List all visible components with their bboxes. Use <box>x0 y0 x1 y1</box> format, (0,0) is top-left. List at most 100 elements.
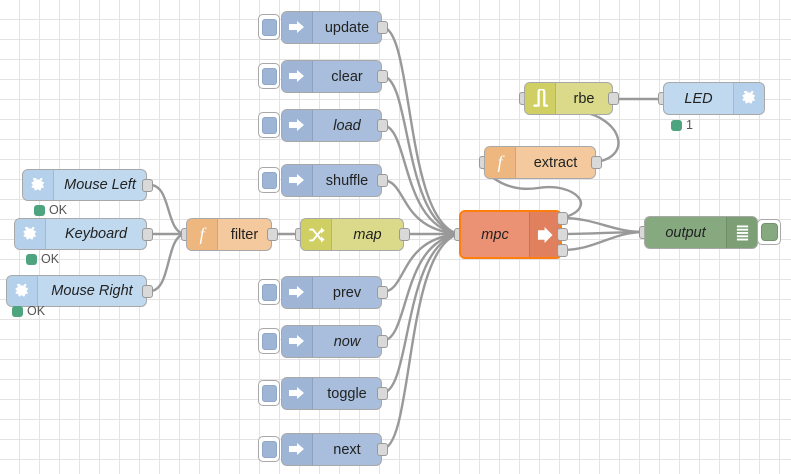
output-port[interactable] <box>267 228 278 241</box>
node-inject-load[interactable]: load <box>281 109 382 142</box>
status-dot-icon <box>34 204 45 216</box>
node-inject-next[interactable]: next <box>281 433 382 466</box>
inject-button-glyph <box>261 332 277 350</box>
node-label: Keyboard <box>64 226 128 242</box>
output-port-2[interactable] <box>557 228 568 241</box>
output-port-1[interactable] <box>557 212 568 225</box>
inject-arrow-icon <box>282 434 313 465</box>
inject-button-next[interactable] <box>258 436 280 462</box>
node-label: now <box>333 333 361 350</box>
node-rpi-mouse-left[interactable]: Mouse Left <box>22 169 147 201</box>
inject-button-glyph <box>261 171 277 189</box>
output-port[interactable] <box>377 119 388 132</box>
inject-button-update[interactable] <box>258 14 280 40</box>
output-port[interactable] <box>377 335 388 348</box>
inject-button-prev[interactable] <box>258 279 280 305</box>
inject-button-load[interactable] <box>258 112 280 138</box>
output-port[interactable] <box>142 179 153 192</box>
function-f-icon: f <box>187 219 218 250</box>
debug-toggle-button[interactable] <box>757 219 781 245</box>
inject-button-glyph <box>261 18 277 36</box>
inject-button-now[interactable] <box>258 328 280 354</box>
inject-button-glyph <box>261 384 277 402</box>
node-label: extract <box>533 154 578 171</box>
output-port[interactable] <box>377 21 388 34</box>
status-badge: OK <box>26 252 59 266</box>
node-label: filter <box>230 226 259 243</box>
inject-arrow-icon <box>282 378 313 409</box>
status-badge: 1 <box>671 118 693 132</box>
step-pulse-icon <box>525 83 556 114</box>
raspberry-pi-icon <box>15 219 46 249</box>
node-label: prev <box>332 284 362 301</box>
shuffle-arrows-icon <box>301 219 332 250</box>
inject-button-glyph <box>261 283 277 301</box>
node-label: Mouse Left <box>64 177 136 193</box>
status-text: OK <box>41 252 60 266</box>
node-inject-clear[interactable]: clear <box>281 60 382 93</box>
status-dot-icon <box>12 305 23 317</box>
svg-text:f: f <box>199 225 207 244</box>
inject-button-clear[interactable] <box>258 63 280 89</box>
node-label: toggle <box>327 385 367 402</box>
node-inject-prev[interactable]: prev <box>281 276 382 309</box>
debug-toggle-glyph <box>760 223 778 241</box>
node-inject-shuffle[interactable]: shuffle <box>281 164 382 197</box>
output-port[interactable] <box>142 228 153 241</box>
status-text: 1 <box>686 118 693 132</box>
inject-button-glyph <box>261 116 277 134</box>
inject-arrow-icon <box>282 61 313 92</box>
raspberry-pi-icon <box>7 276 38 306</box>
status-dot-icon <box>26 253 37 265</box>
node-change-map[interactable]: map <box>300 218 404 251</box>
output-port-3[interactable] <box>557 244 568 257</box>
raspberry-pi-icon <box>23 170 54 200</box>
node-label: output <box>665 224 706 241</box>
output-port[interactable] <box>608 92 619 105</box>
function-f-icon: f <box>485 147 516 178</box>
inject-button-shuffle[interactable] <box>258 167 280 193</box>
node-inject-update[interactable]: update <box>281 11 382 44</box>
output-port[interactable] <box>142 285 153 298</box>
svg-text:f: f <box>497 153 505 172</box>
node-label: next <box>333 441 361 458</box>
node-inject-now[interactable]: now <box>281 325 382 358</box>
node-inject-toggle[interactable]: toggle <box>281 377 382 410</box>
status-badge: OK <box>34 203 67 217</box>
output-port[interactable] <box>377 443 388 456</box>
node-label: map <box>353 226 382 243</box>
node-rpi-keyboard[interactable]: Keyboard <box>14 218 147 250</box>
node-rpi-mouse-right[interactable]: Mouse Right <box>6 275 147 307</box>
inject-arrow-icon <box>282 326 313 357</box>
output-port[interactable] <box>377 70 388 83</box>
inject-arrow-icon <box>282 165 313 196</box>
output-port[interactable] <box>377 387 388 400</box>
node-label: mpc <box>481 226 509 243</box>
status-dot-icon <box>671 119 682 131</box>
inject-button-glyph <box>261 440 277 458</box>
inject-button-glyph <box>261 67 277 85</box>
inject-arrow-icon <box>282 110 313 141</box>
node-function-filter[interactable]: f filter <box>186 218 272 251</box>
node-debug-output[interactable]: output <box>644 216 758 249</box>
node-function-extract[interactable]: f extract <box>484 146 596 179</box>
node-rbe[interactable]: rbe <box>524 82 613 115</box>
output-port[interactable] <box>377 174 388 187</box>
node-mpc[interactable]: mpc <box>459 210 562 259</box>
output-port[interactable] <box>377 286 388 299</box>
raspberry-pi-icon <box>733 83 764 114</box>
inject-button-toggle[interactable] <box>258 380 280 406</box>
inject-arrow-icon <box>282 12 313 43</box>
output-port[interactable] <box>399 228 410 241</box>
node-label: shuffle <box>325 172 369 189</box>
node-label: LED <box>684 90 713 107</box>
debug-lines-icon <box>726 217 757 248</box>
node-label: rbe <box>573 90 595 107</box>
inject-arrow-icon <box>282 277 313 308</box>
output-port[interactable] <box>591 156 602 169</box>
status-text: OK <box>27 304 46 318</box>
node-rpi-led[interactable]: LED <box>663 82 765 115</box>
node-label: clear <box>331 68 363 85</box>
play-arrow-icon <box>529 212 560 257</box>
